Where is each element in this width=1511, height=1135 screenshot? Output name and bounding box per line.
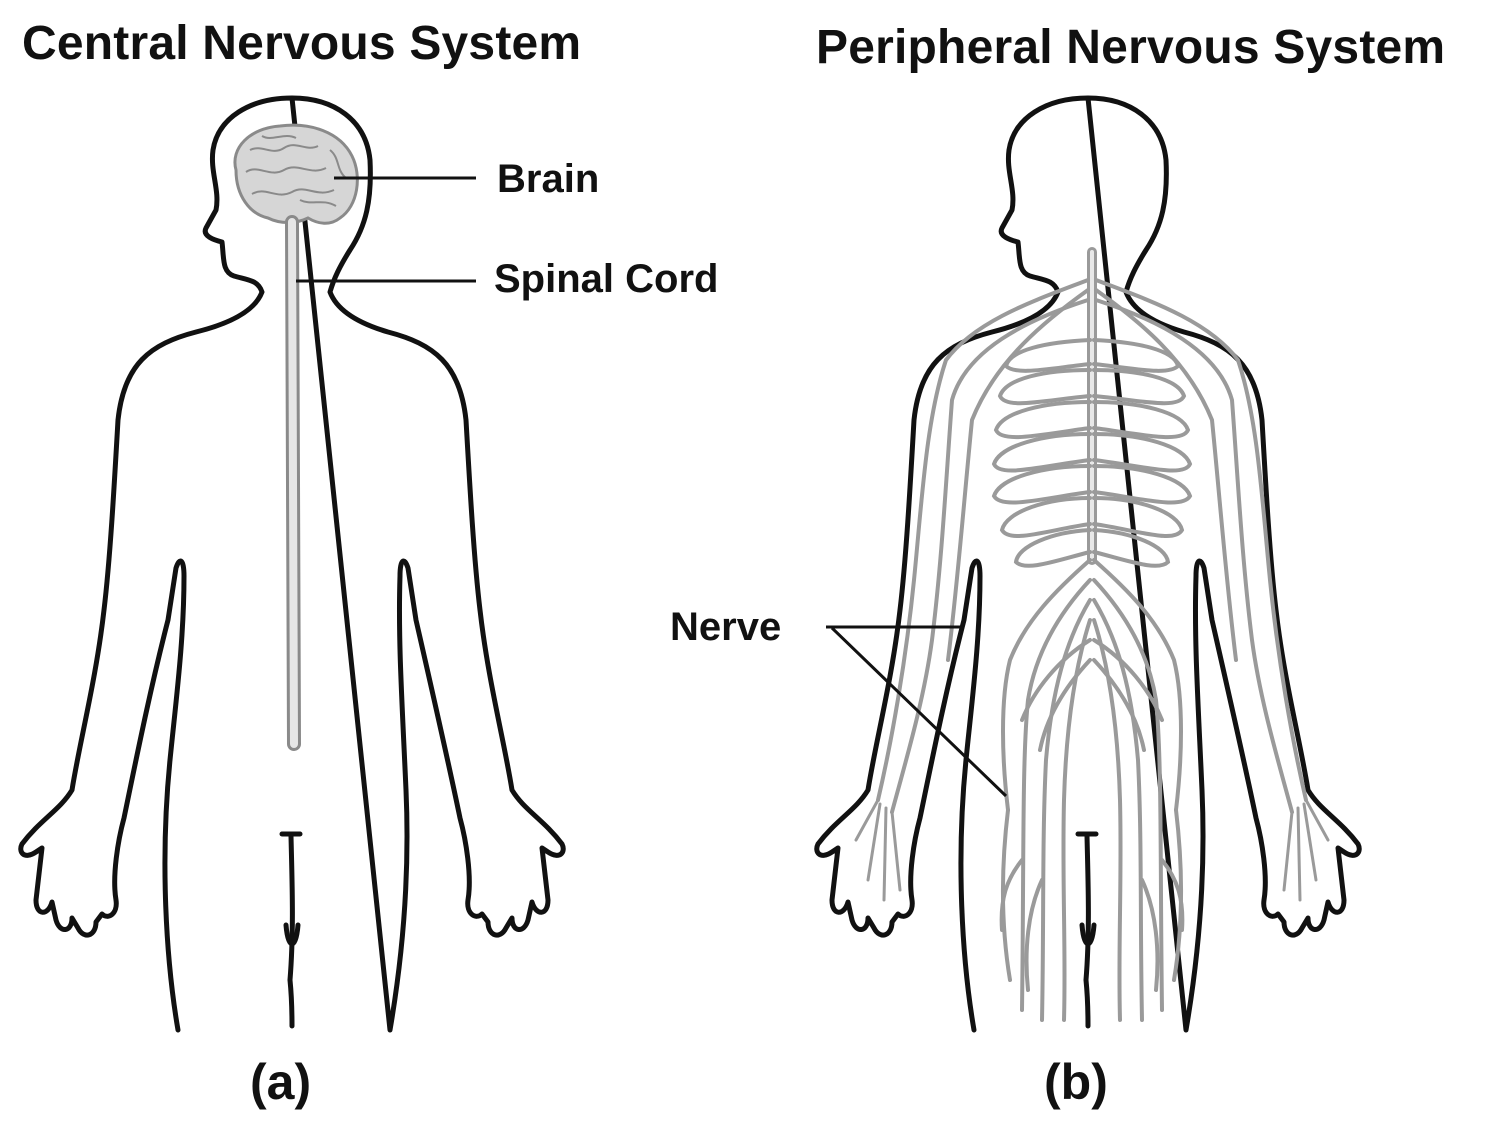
spinal-cord — [285, 215, 301, 751]
panel-b-caption: (b) — [1044, 1054, 1108, 1110]
nerve-label: Nerve — [670, 605, 782, 649]
nerve-leader-lines — [826, 625, 1008, 798]
legs-inner-b — [1078, 834, 1096, 1026]
panel-a-figure — [21, 98, 563, 1030]
brain-label: Brain — [497, 157, 600, 201]
legs-inner-a — [282, 834, 300, 1026]
brain-icon — [233, 123, 359, 225]
panel-a-title: Central Nervous System — [22, 17, 582, 70]
panel-a-caption: (a) — [250, 1054, 312, 1110]
panel-b-figure — [817, 98, 1359, 1030]
nerve-network — [854, 247, 1330, 1022]
spinal-cord-label: Spinal Cord — [494, 257, 719, 301]
panel-b-title: Peripheral Nervous System — [816, 21, 1446, 74]
